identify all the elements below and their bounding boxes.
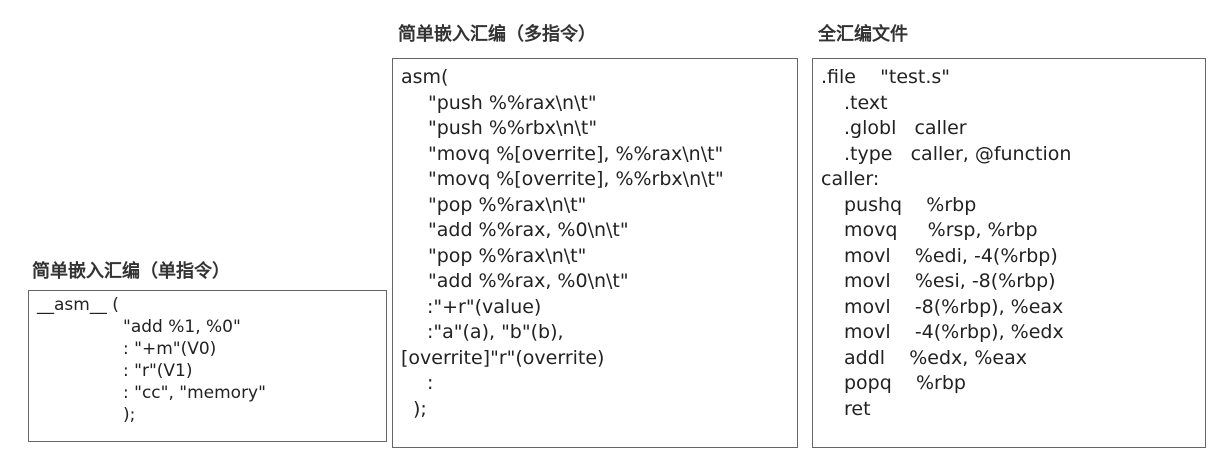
code-line: asm( xyxy=(401,66,449,88)
multi-instruction-title: 简单嵌入汇编（多指令） xyxy=(398,24,596,45)
code-line: [overrite]"r"(overrite) xyxy=(401,346,605,369)
full-assembly-code-box: .file "test.s" .text .globl caller .type… xyxy=(812,58,1206,448)
code-line: __asm__ ( xyxy=(37,295,119,315)
code-line: "add %%rax, %0\n\t" xyxy=(428,270,629,292)
code-line: "push %%rax\n\t" xyxy=(428,91,597,114)
single-instruction-code-box: __asm__ ( "add %1, %0" : "+m"(V0) : "r"(… xyxy=(28,290,387,442)
code-line: "push %%rbx\n\t" xyxy=(428,117,598,139)
code-line: .type caller, @function xyxy=(844,142,1072,165)
full-assembly-title: 全汇编文件 xyxy=(818,24,908,45)
multi-instruction-code-box: asm( "push %%rax\n\t" "push %%rbx\n\t" "… xyxy=(392,58,798,448)
code-line: ); xyxy=(413,397,427,420)
code-line: "add %1, %0" xyxy=(123,317,241,337)
code-line: : "cc", "memory" xyxy=(123,383,266,403)
single-instruction-title: 简单嵌入汇编（单指令） xyxy=(32,261,230,282)
code-line: :"a"(a), "b"(b), xyxy=(427,321,564,343)
code-line: : xyxy=(427,372,434,394)
code-line: .file "test.s" xyxy=(821,66,951,88)
code-line: "movq %[overrite], %%rbx\n\t" xyxy=(428,168,724,190)
code-line: movl -4(%rbp), %edx xyxy=(844,321,1064,343)
code-line: : "r"(V1) xyxy=(123,361,193,381)
code-line: "movq %[overrite], %%rax\n\t" xyxy=(428,142,724,165)
code-line: : "+m"(V0) xyxy=(123,339,217,359)
code-line: "pop %%rax\n\t" xyxy=(428,193,587,216)
code-line: ret xyxy=(844,397,871,420)
code-line: movl -8(%rbp), %eax xyxy=(844,295,1064,318)
code-line: caller: xyxy=(821,168,880,190)
code-line: "pop %%rax\n\t" xyxy=(428,244,587,267)
code-line: movl %esi, -8(%rbp) xyxy=(844,270,1056,292)
code-line: ); xyxy=(123,405,136,425)
code-line: :"+r"(value) xyxy=(427,295,542,318)
code-line: movl %edi, -4(%rbp) xyxy=(844,244,1058,267)
code-line: "add %%rax, %0\n\t" xyxy=(428,219,629,241)
code-line: addl %edx, %eax xyxy=(844,346,1027,369)
code-line: pushq %rbp xyxy=(844,193,977,216)
code-line: popq %rbp xyxy=(844,372,966,394)
code-line: .globl caller xyxy=(844,117,967,139)
code-line: .text xyxy=(844,91,888,114)
code-line: movq %rsp, %rbp xyxy=(844,219,1038,241)
